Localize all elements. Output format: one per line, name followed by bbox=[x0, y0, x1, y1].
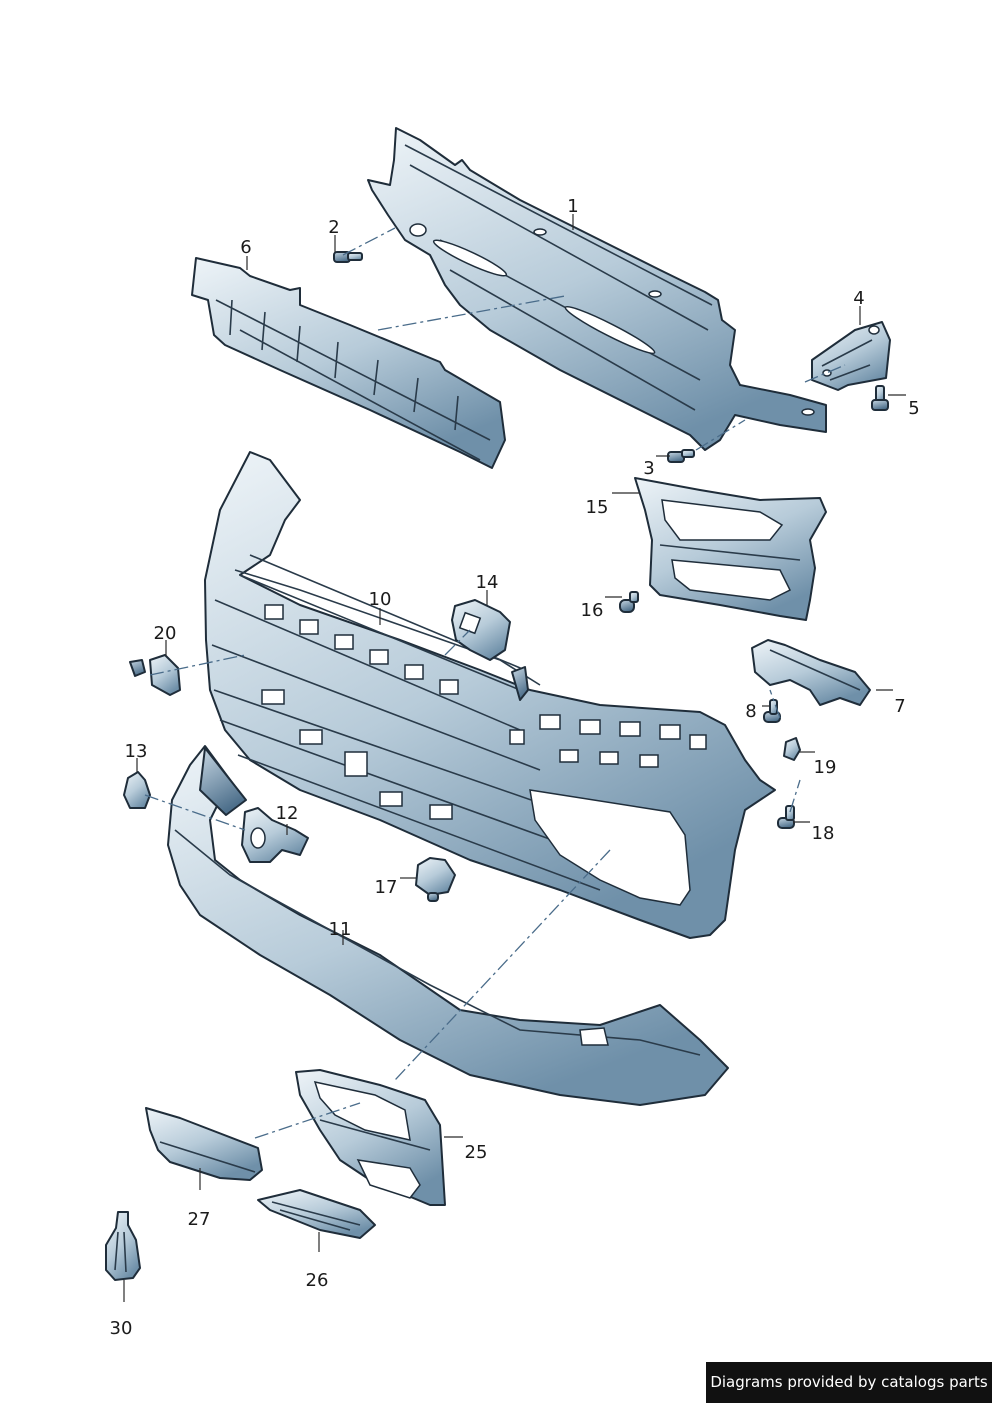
part-11-spoiler[interactable] bbox=[167, 745, 729, 1106]
part-13-cap[interactable] bbox=[123, 771, 151, 809]
part-30-tube[interactable] bbox=[105, 1211, 141, 1281]
leader-lines bbox=[123, 214, 906, 1302]
part-5-bolt[interactable] bbox=[871, 385, 889, 411]
callout-30: 30 bbox=[110, 1318, 133, 1339]
part-12-connector[interactable] bbox=[241, 807, 309, 863]
part-16-bolt[interactable] bbox=[619, 591, 639, 613]
part-7-guide-bracket[interactable] bbox=[751, 639, 871, 706]
part-3-bolt[interactable] bbox=[667, 449, 695, 463]
callout-2: 2 bbox=[328, 217, 339, 238]
part-6-energy-absorber[interactable] bbox=[191, 257, 506, 469]
part-17-clip[interactable] bbox=[415, 857, 456, 902]
assembly-lines bbox=[144, 227, 846, 1139]
callout-6: 6 bbox=[240, 237, 251, 258]
callout-labels: 1 2 3 4 5 6 7 8 10 11 12 13 14 15 16 17 … bbox=[110, 196, 920, 1339]
part-25-fog-grille[interactable] bbox=[295, 1069, 446, 1206]
callout-14: 14 bbox=[476, 572, 499, 593]
callout-20: 20 bbox=[154, 623, 177, 644]
part-20-cap[interactable] bbox=[129, 654, 181, 696]
callout-4: 4 bbox=[853, 288, 864, 309]
callout-13: 13 bbox=[125, 741, 148, 762]
credit-badge: Diagrams provided by catalogs parts bbox=[706, 1362, 992, 1403]
callout-11: 11 bbox=[329, 919, 352, 940]
part-27-trim[interactable] bbox=[145, 1107, 263, 1181]
callout-26: 26 bbox=[306, 1270, 329, 1291]
callout-19: 19 bbox=[814, 757, 837, 778]
part-15-grille-bracket[interactable] bbox=[634, 477, 827, 621]
callout-8: 8 bbox=[745, 701, 756, 722]
callout-5: 5 bbox=[908, 398, 919, 419]
callout-10: 10 bbox=[369, 589, 392, 610]
callout-18: 18 bbox=[812, 823, 835, 844]
callout-17: 17 bbox=[375, 877, 398, 898]
callout-15: 15 bbox=[586, 497, 609, 518]
part-19-clip[interactable] bbox=[783, 737, 801, 761]
part-14-sensor-bracket[interactable] bbox=[451, 599, 511, 661]
callout-3: 3 bbox=[643, 458, 654, 479]
part-4-bracket[interactable] bbox=[811, 321, 891, 391]
callout-16: 16 bbox=[581, 600, 604, 621]
callout-1: 1 bbox=[567, 196, 578, 217]
callout-7: 7 bbox=[894, 696, 905, 717]
callout-25: 25 bbox=[465, 1142, 488, 1163]
part-10-bumper-cover[interactable] bbox=[204, 451, 776, 939]
callout-12: 12 bbox=[276, 803, 299, 824]
part-26-trim-strip[interactable] bbox=[257, 1189, 376, 1239]
part-18-bolt[interactable] bbox=[777, 805, 795, 829]
callout-27: 27 bbox=[188, 1209, 211, 1230]
part-2-bolt[interactable] bbox=[333, 251, 363, 263]
